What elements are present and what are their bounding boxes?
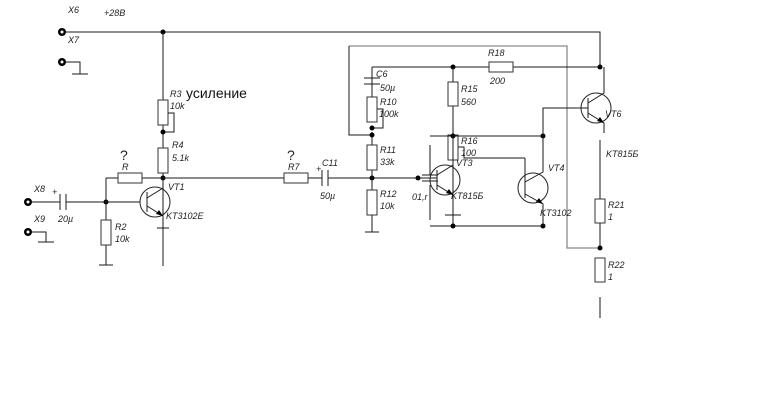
cin-value: 20µ xyxy=(57,214,73,224)
connector-x6: X6 xyxy=(58,5,79,36)
r4-value: 5.1k xyxy=(172,153,190,163)
vt6-label: VT6 xyxy=(605,109,622,119)
c11-label: C11 xyxy=(322,158,338,168)
resistor-r4 xyxy=(157,147,169,174)
vt1-label: VT1 xyxy=(168,182,185,192)
supply-label: +28B xyxy=(104,8,125,18)
transistor-vt3 xyxy=(420,136,461,216)
r4-label: R4 xyxy=(172,140,184,150)
svg-text:+: + xyxy=(52,187,57,197)
r21-value: 1 xyxy=(608,212,613,222)
resistor-r15 xyxy=(447,81,459,107)
c6-value: 50µ xyxy=(380,83,395,93)
vt6-part: KT815Б xyxy=(606,149,639,159)
c6-label: C6 xyxy=(376,69,388,79)
r16-label: R16 xyxy=(461,136,478,146)
r16-value: 100 xyxy=(461,148,476,158)
r3-label: R3 xyxy=(170,89,182,99)
r2-value: 10k xyxy=(115,234,130,244)
resistor-r11 xyxy=(366,144,378,171)
capacitor-cin xyxy=(59,194,67,210)
r11-value: 33k xyxy=(380,157,395,167)
x8-label: X8 xyxy=(33,184,45,194)
cbias-value: 01,r xyxy=(412,192,429,202)
r18-label: R18 xyxy=(488,48,505,58)
r10-value: 100k xyxy=(379,109,399,119)
transistor-vt1 xyxy=(139,178,171,232)
resistor-r12 xyxy=(366,189,378,216)
c11-value: 50µ xyxy=(320,191,335,201)
resistor-r7 xyxy=(283,172,309,184)
x9-label: X9 xyxy=(33,214,45,224)
vt4-label: VT4 xyxy=(548,163,565,173)
r18-value: 200 xyxy=(489,76,505,86)
r15-label: R15 xyxy=(461,84,479,94)
r15-value: 560 xyxy=(461,97,476,107)
resistor-r21 xyxy=(594,198,606,224)
r11-label: R11 xyxy=(380,145,396,155)
x6-label: X6 xyxy=(67,5,79,15)
unknown-r7-mark: ? xyxy=(287,147,295,163)
x7-label: X7 xyxy=(67,35,80,45)
capacitor-c11 xyxy=(321,170,329,186)
transistor-vt4 xyxy=(517,136,549,226)
vt4-part: KT3102 xyxy=(540,208,572,218)
r22-value: 1 xyxy=(608,272,613,282)
connector-x9: X9 xyxy=(24,214,54,243)
r3-value: 10k xyxy=(170,101,185,111)
r-label: R xyxy=(122,162,129,172)
vt3-part: KT815Б xyxy=(451,191,484,201)
connector-x7: X7 xyxy=(58,35,88,75)
svg-text:+: + xyxy=(316,164,321,174)
r12-label: R12 xyxy=(380,189,397,199)
vt1-part: KT3102E xyxy=(166,211,205,221)
r2-label: R2 xyxy=(115,222,127,232)
r7-label: R7 xyxy=(288,162,300,172)
r12-value: 10k xyxy=(380,201,395,211)
supply-rail xyxy=(66,31,601,65)
unknown-r-mark: ? xyxy=(120,147,128,163)
connector-x8: X8 xyxy=(24,184,45,206)
transistor-vt6 xyxy=(542,67,612,136)
resistor-r22 xyxy=(594,257,606,283)
gain-annotation: усиление xyxy=(186,85,247,101)
r22-label: R22 xyxy=(608,260,625,270)
resistor-r xyxy=(117,172,143,184)
r10-label: R10 xyxy=(380,97,397,107)
vt3-label: VT3 xyxy=(456,158,473,168)
r21-label: R21 xyxy=(608,200,625,210)
